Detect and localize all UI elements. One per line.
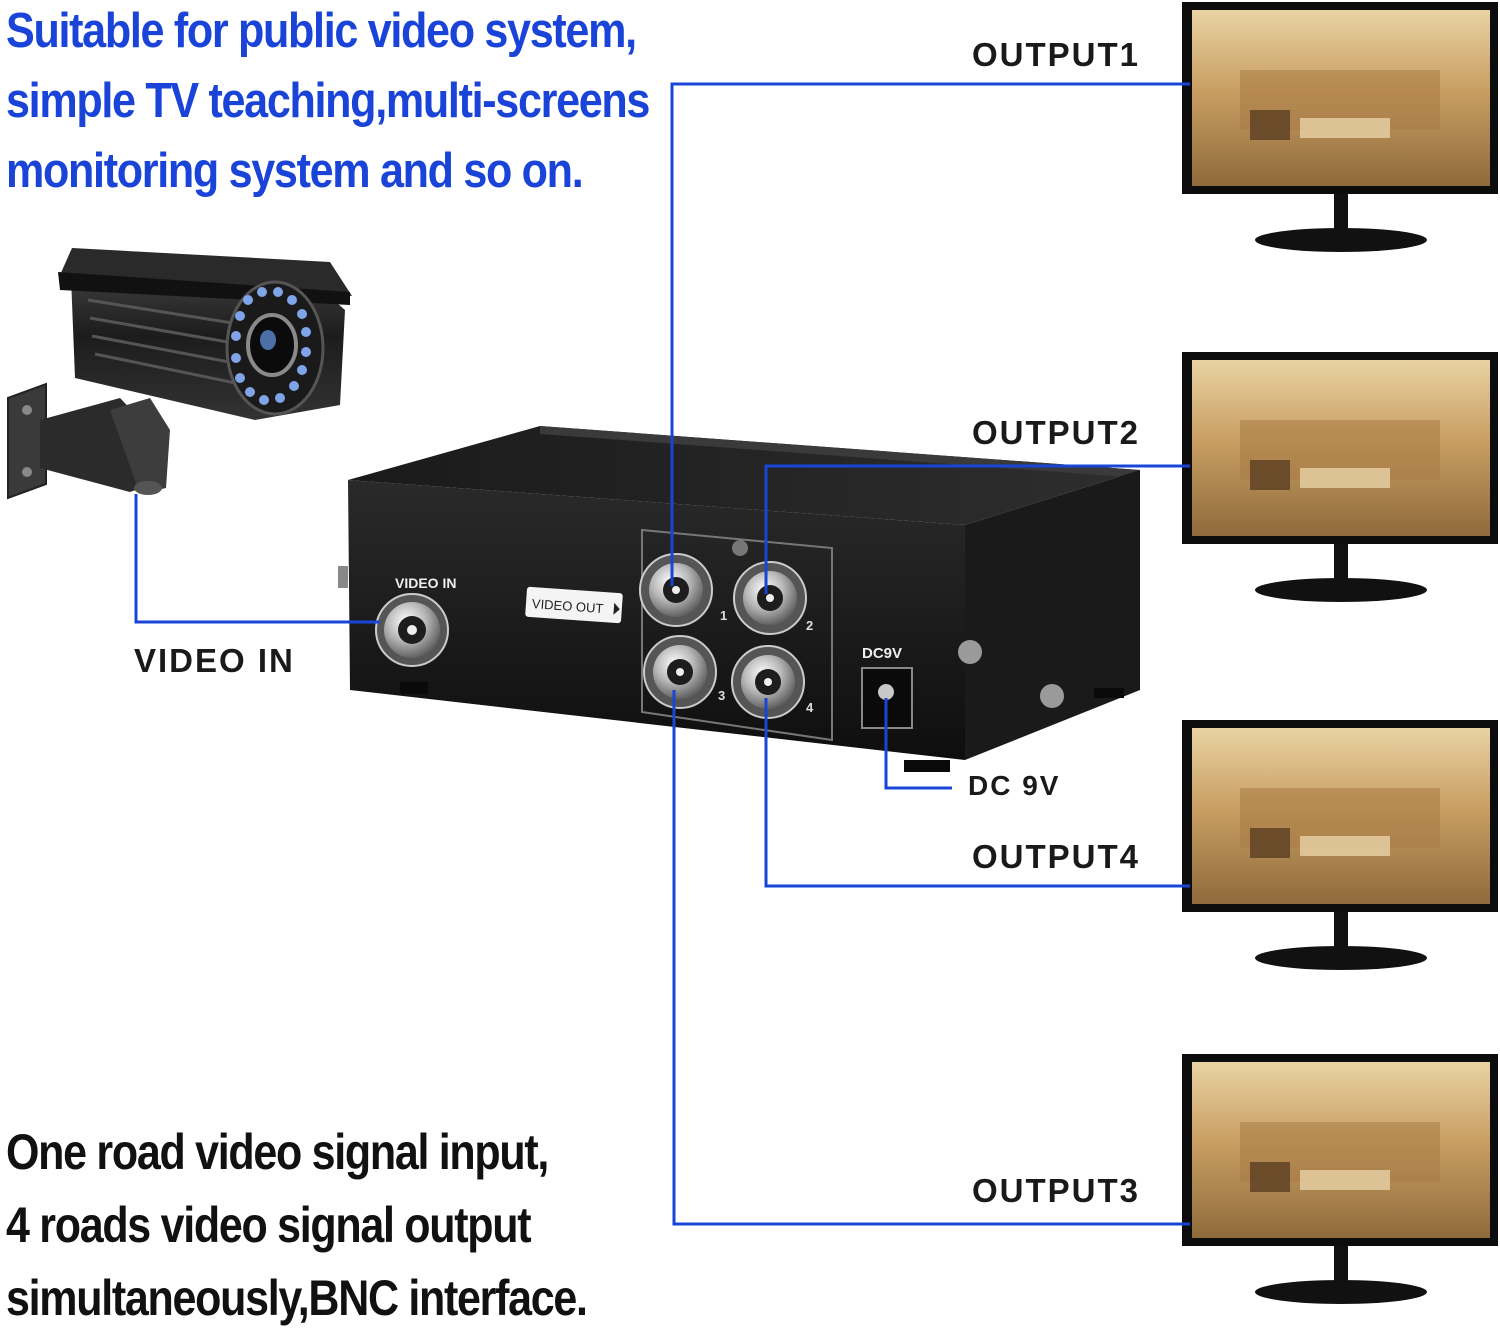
output-bnc-2 [733, 561, 807, 635]
label-output4: OUTPUT4 [972, 838, 1141, 875]
cable-output1 [670, 82, 1190, 586]
footer-line-2: 4 roads video signal output [6, 1197, 532, 1253]
cable-video-in [134, 494, 380, 624]
signal-cables [134, 82, 1190, 1226]
label-dc-9v: DC 9V [968, 770, 1061, 801]
monitor-output1 [1182, 2, 1498, 252]
port-number-1: 1 [720, 608, 727, 623]
monitor-output4 [1182, 720, 1498, 970]
headline-line-3: monitoring system and so on. [6, 144, 584, 198]
headline-line-1: Suitable for public video system, [6, 4, 637, 58]
footer-line-3: simultaneously,BNC interface. [6, 1270, 588, 1326]
port-number-4: 4 [806, 700, 814, 715]
port-number-2: 2 [806, 618, 813, 633]
footer-line-1: One road video signal input, [6, 1124, 549, 1180]
video-in-bnc-connector [375, 593, 449, 667]
cable-output3 [672, 690, 1190, 1226]
label-output2: OUTPUT2 [972, 414, 1141, 451]
cable-output4 [764, 698, 1190, 888]
label-output3: OUTPUT3 [972, 1172, 1141, 1209]
device-dc-text: DC9V [862, 645, 902, 662]
port-number-3: 3 [718, 688, 725, 703]
label-video-in: VIDEO IN [134, 642, 295, 679]
headline-line-2: simple TV teaching,multi-screens [6, 74, 650, 128]
output-bnc-1 [639, 553, 713, 627]
output-bnc-3 [643, 635, 717, 709]
footer-description: One road video signal input, 4 roads vid… [6, 1116, 588, 1335]
cable-output2 [764, 464, 1190, 594]
device-video-in-text: VIDEO IN [395, 575, 456, 591]
cctv-camera-icon [7, 248, 352, 500]
video-splitter-device: VIDEO IN VIDEO OUT [338, 426, 1140, 772]
device-video-out-text: VIDEO OUT [531, 596, 603, 616]
label-output1: OUTPUT1 [972, 36, 1141, 73]
monitor-output2 [1182, 352, 1498, 602]
cable-dc [884, 698, 952, 790]
monitor-output3 [1182, 1054, 1498, 1304]
headline: Suitable for public video system, simple… [6, 0, 650, 206]
output-bnc-4 [731, 645, 805, 719]
